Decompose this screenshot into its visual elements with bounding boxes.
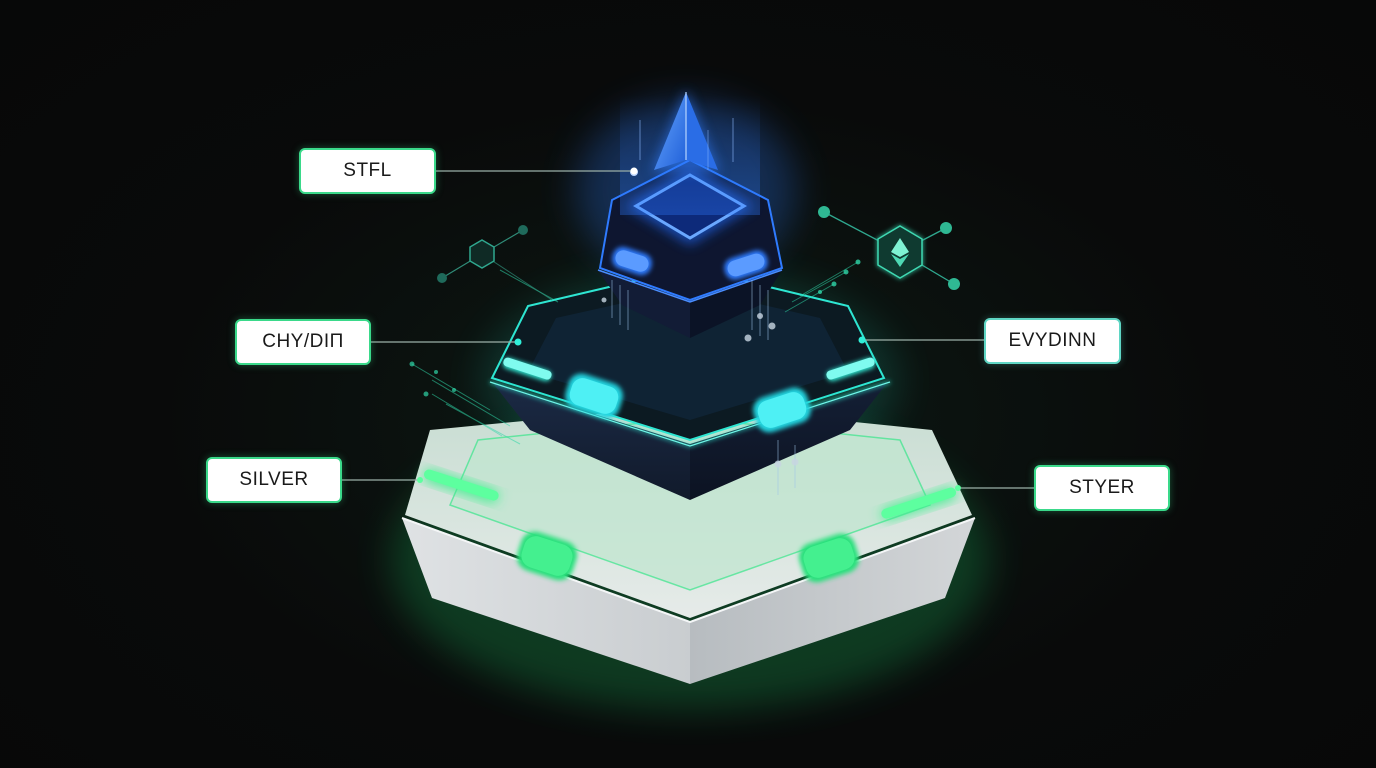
- label-silver: SILVER: [206, 457, 342, 503]
- label-chy-din: CHY/DIП: [235, 319, 371, 365]
- label-evydinn: EVYDINN: [984, 318, 1121, 364]
- data-flow-dots: [601, 297, 799, 468]
- circuit-lines-left: [411, 269, 559, 445]
- data-flow-lines: [611, 280, 796, 495]
- hexagon-node-network-icon: [437, 225, 553, 301]
- label-connectors: [342, 170, 1034, 489]
- blue-glowing-pyramid-tip-icon: [630, 90, 734, 176]
- circuit-lines-right: [784, 261, 859, 313]
- base-tier: [401, 405, 976, 684]
- label-stfl: STFL: [299, 148, 436, 194]
- ethereum-diamond-hexagon-icon: [818, 206, 960, 290]
- label-styer: STYER: [1034, 465, 1170, 511]
